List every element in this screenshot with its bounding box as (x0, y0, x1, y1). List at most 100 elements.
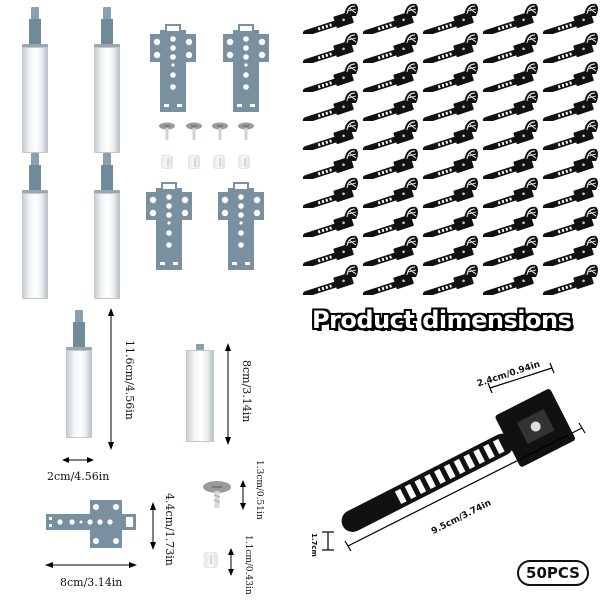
latch-body (66, 350, 92, 438)
latch-pin-neck (101, 19, 113, 45)
cable-tie-icon (420, 60, 480, 95)
double-arrow-icon (240, 480, 246, 510)
mounting-bracket (148, 24, 198, 112)
latch-body-only (186, 350, 214, 442)
cable-tie-icon (420, 89, 480, 124)
plastic-dowel (161, 155, 173, 169)
cable-tie-icon (480, 31, 540, 66)
cable-tie-icon (540, 234, 600, 269)
double-arrow-icon (150, 502, 156, 550)
cable-tie-icon (480, 234, 540, 269)
cable-tie-icon (540, 2, 600, 37)
cable-tie-icon (540, 118, 600, 153)
cable-tie-icon (300, 205, 360, 240)
plastic-dowel (204, 552, 218, 568)
double-arrow-icon (62, 457, 94, 463)
screw-icon (238, 122, 254, 140)
cable-tie-icon (540, 263, 600, 298)
bracket-width-label: 8cm/3.14in (60, 576, 123, 589)
latch-cap (94, 44, 120, 49)
tie-strap-width-label: 1.7cm (310, 533, 318, 557)
latch-length-label: 11.6cm/4.56in (123, 340, 136, 420)
latch-pin-tip (31, 153, 39, 167)
cable-tie-icon (360, 118, 420, 153)
cable-tie-icon (300, 234, 360, 269)
cable-tie-icon (480, 118, 540, 153)
cable-tie-icon (360, 263, 420, 298)
cable-tie-icon (540, 176, 600, 211)
double-arrow-icon (228, 548, 234, 576)
mounting-bracket (144, 182, 194, 270)
cable-tie-icon (360, 31, 420, 66)
latch-body (22, 193, 48, 299)
latch-cap (94, 190, 120, 195)
cable-tie-icon (360, 89, 420, 124)
cable-tie-icon (540, 89, 600, 124)
mounting-bracket (221, 24, 271, 112)
cable-tie-icon (300, 118, 360, 153)
latch-body (94, 193, 120, 299)
cable-tie-grid (300, 0, 600, 300)
cable-tie-icon (300, 2, 360, 37)
cable-tie-icon (420, 176, 480, 211)
latch-body-length-label: 8cm/3.14in (240, 360, 253, 423)
plastic-dowel (238, 155, 250, 169)
cable-tie-icon (420, 234, 480, 269)
screw-icon (186, 122, 202, 140)
cable-tie-icon (360, 205, 420, 240)
mounting-bracket (216, 182, 266, 270)
plastic-dowel (213, 155, 225, 169)
cable-tie-icon (480, 60, 540, 95)
bracket-height-label: 4.4cm/1.73in (163, 493, 176, 566)
quantity-badge: 50PCS (517, 560, 589, 586)
cable-tie-icon (300, 176, 360, 211)
latch-body (22, 47, 48, 153)
cable-tie-icon (540, 60, 600, 95)
cable-tie-icon (540, 31, 600, 66)
cable-tie-icon (322, 362, 586, 552)
cable-tie-icon (420, 118, 480, 153)
screw-height-label: 1.3cm/0.51in (254, 460, 264, 520)
cable-tie-icon (420, 31, 480, 66)
latch-pin-tip (31, 7, 39, 21)
double-arrow-icon (45, 562, 137, 568)
latch-pin-neck (73, 322, 85, 348)
cable-tie-icon (360, 147, 420, 182)
product-dimensions-title: Product dimensions (312, 306, 572, 334)
cable-tie-icon (480, 205, 540, 240)
cable-tie-icon (540, 147, 600, 182)
cable-tie-icon (300, 60, 360, 95)
plastic-dowel (188, 155, 200, 169)
cable-tie-icon (360, 176, 420, 211)
cable-tie-icon (360, 60, 420, 95)
bracket-icon (46, 500, 136, 548)
cable-tie-icon (420, 263, 480, 298)
cable-tie-icon (420, 2, 480, 37)
latch-body (94, 47, 120, 153)
cable-tie-icon (480, 147, 540, 182)
bracket-icon (146, 182, 192, 270)
cable-tie-icon (360, 2, 420, 37)
cable-tie-icon (480, 2, 540, 37)
latch-body-stub (196, 344, 204, 350)
cable-tie-icon (300, 31, 360, 66)
double-arrow-icon (225, 343, 231, 445)
cable-tie-icon (300, 263, 360, 298)
bracket-icon (150, 24, 196, 112)
latch-cap (22, 190, 48, 195)
latch-pin-neck (29, 165, 41, 191)
cable-tie-icon (540, 205, 600, 240)
latch-pin-tip (103, 153, 111, 167)
cable-tie-icon (420, 147, 480, 182)
cable-tie-icon (420, 205, 480, 240)
latch-cap (22, 44, 48, 49)
cable-tie-icon (360, 234, 420, 269)
cable-tie-icon (480, 89, 540, 124)
cable-tie-icon (480, 263, 540, 298)
latch-pin-tip (103, 7, 111, 21)
screw-icon (212, 122, 228, 140)
latch-cap (66, 347, 92, 352)
latch-pin-tip (75, 310, 83, 324)
bracket-icon (223, 24, 269, 112)
dowel-height-label: 1.1cm/0.43in (243, 535, 253, 595)
